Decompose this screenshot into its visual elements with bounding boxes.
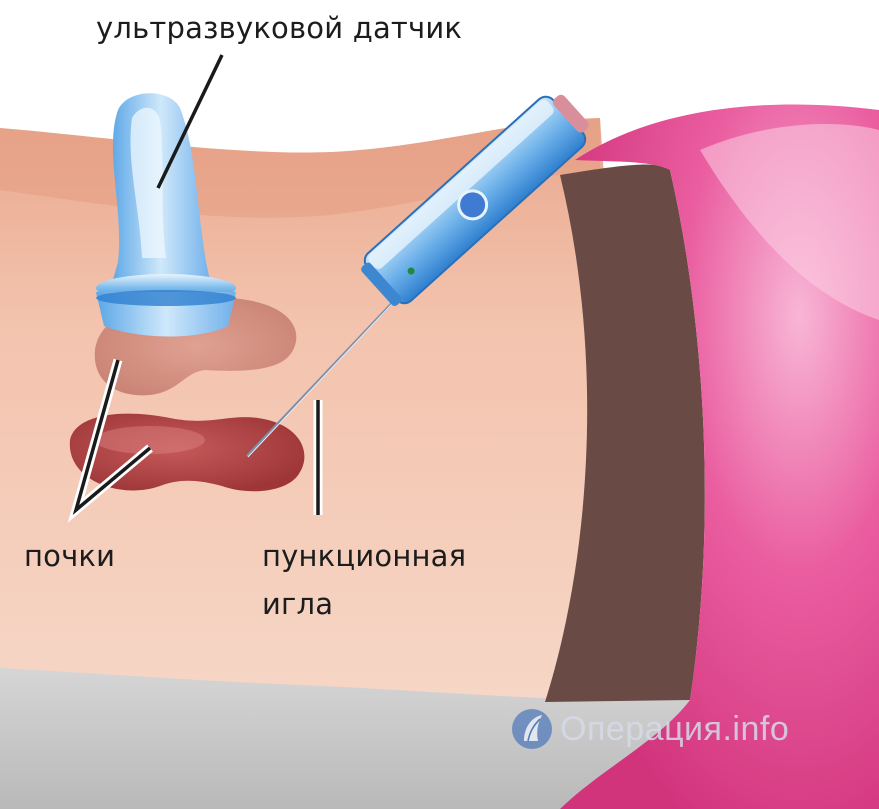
needle-label-line1: пункционная xyxy=(262,538,466,574)
logo-leaf-icon xyxy=(510,707,554,751)
probe-band xyxy=(96,290,236,306)
watermark-text: Операция.info xyxy=(560,710,789,749)
kidney-lower xyxy=(70,414,305,492)
needle-label-line2: игла xyxy=(262,586,333,622)
kidneys-label: почки xyxy=(24,538,115,574)
watermark: Операция.info xyxy=(510,707,789,751)
probe-label: ультразвуковой датчик xyxy=(96,10,462,46)
